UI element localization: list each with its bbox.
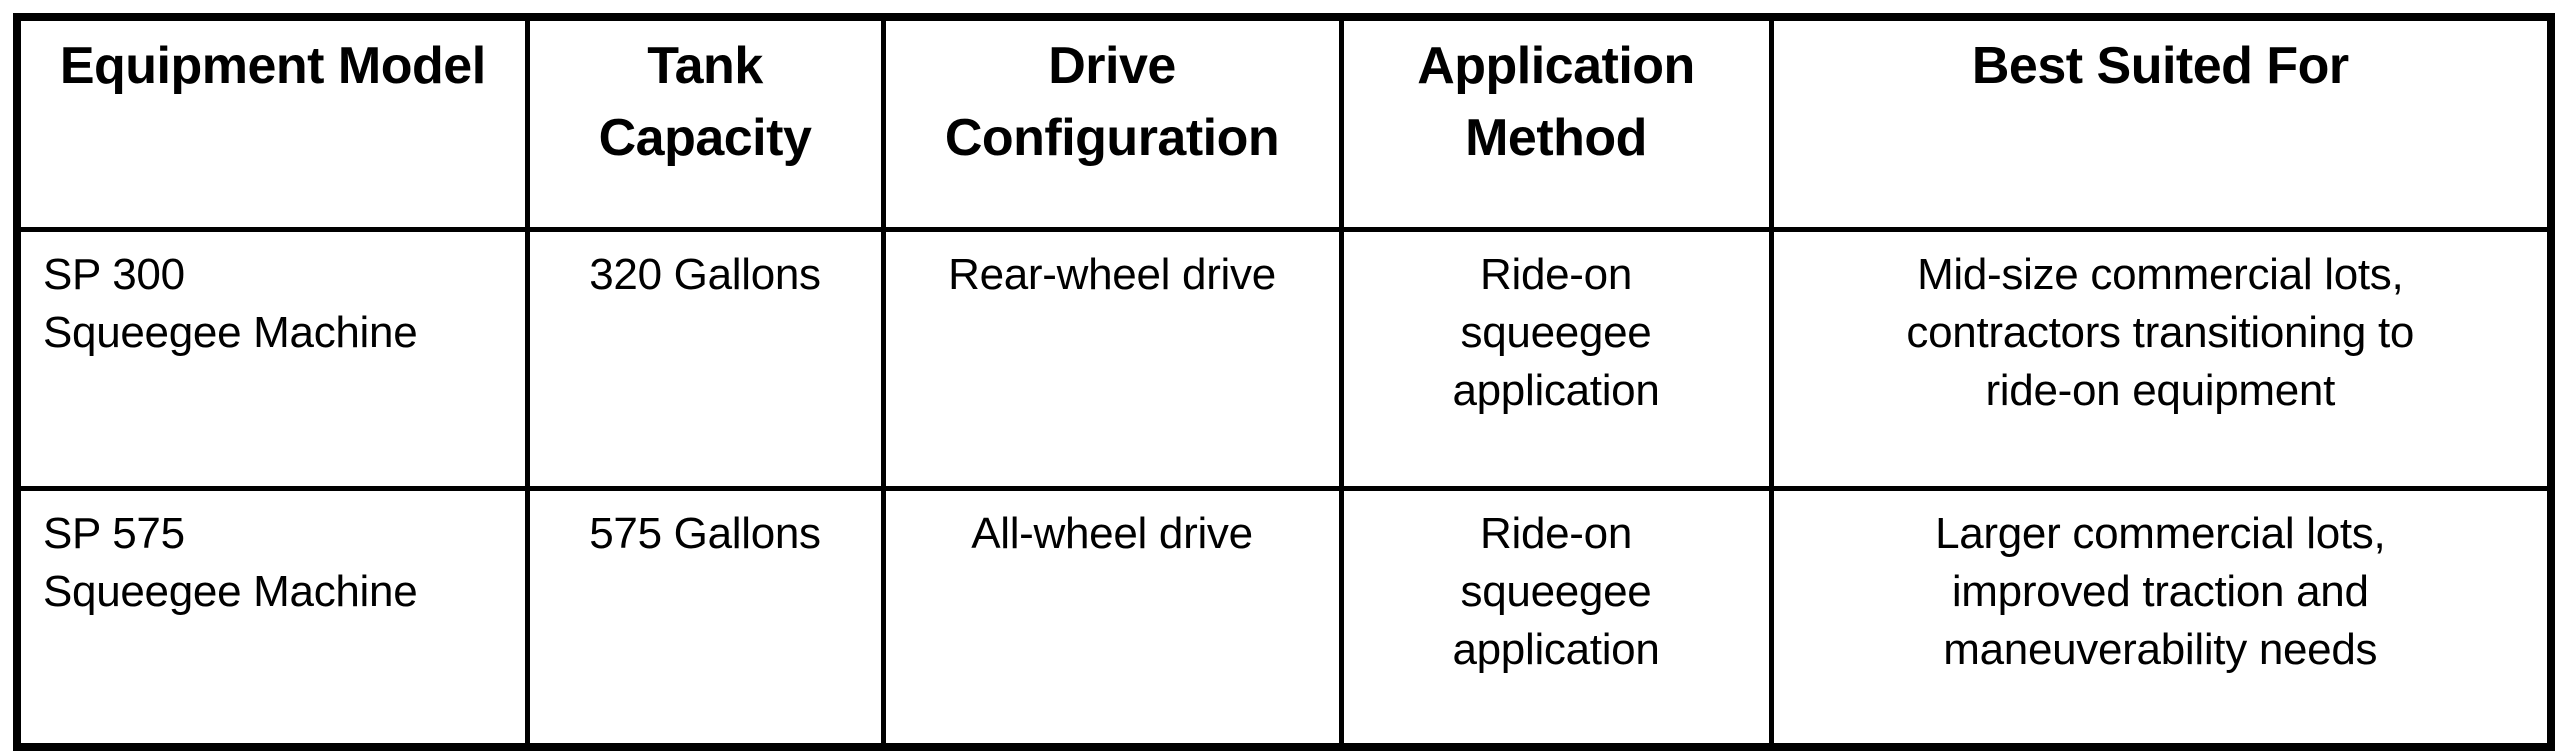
- cell-application-method: Ride-on squeegee application: [1338, 226, 1774, 491]
- table-row-sp300: SP 300 Squeegee Machine 320 Gallons Rear…: [14, 226, 2554, 491]
- cell-equipment-model: SP 300 Squeegee Machine: [14, 226, 530, 491]
- table-row-sp575: SP 575 Squeegee Machine 575 Gallons All-…: [14, 485, 2554, 750]
- cell-drive-configuration: All-wheel drive: [880, 485, 1344, 750]
- cell-best-suited-for: Larger commercial lots, improved tractio…: [1768, 485, 2554, 750]
- cell-best-suited-for: Mid-size commercial lots, contractors tr…: [1768, 226, 2554, 491]
- column-header-drive-configuration: Drive Configuration: [880, 14, 1344, 232]
- column-header-equipment-model: Equipment Model: [14, 14, 530, 232]
- header-row: Equipment Model Tank Capacity Drive Conf…: [14, 14, 2554, 232]
- cell-tank-capacity: 575 Gallons: [524, 485, 886, 750]
- column-header-application-method: Application Method: [1338, 14, 1774, 232]
- cell-application-method: Ride-on squeegee application: [1338, 485, 1774, 750]
- column-header-best-suited-for: Best Suited For: [1768, 14, 2554, 232]
- equipment-comparison-table-container: Equipment Model Tank Capacity Drive Conf…: [13, 13, 2555, 751]
- equipment-comparison-table: Equipment Model Tank Capacity Drive Conf…: [13, 13, 2555, 751]
- cell-tank-capacity: 320 Gallons: [524, 226, 886, 491]
- cell-equipment-model: SP 575 Squeegee Machine: [14, 485, 530, 750]
- cell-drive-configuration: Rear-wheel drive: [880, 226, 1344, 491]
- column-header-tank-capacity: Tank Capacity: [524, 14, 886, 232]
